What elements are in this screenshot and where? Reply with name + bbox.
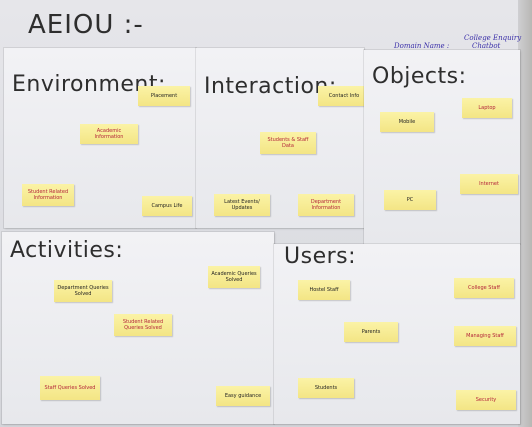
objects-heading: Objects: [372, 64, 467, 89]
wall-edge [518, 0, 532, 427]
activities-heading: Activities: [10, 238, 124, 263]
note-academic-information: Academic Information [80, 124, 138, 144]
note-student-related-information: Student Related Information [22, 184, 74, 206]
note-placement: Placement [138, 86, 190, 106]
note-managing-staff: Managing Staff [454, 326, 516, 346]
note-department-information: Department Information [298, 194, 354, 216]
environment-panel: Environment: Placement Academic Informat… [4, 48, 196, 228]
domain-name-line1: College Enquiry [464, 34, 522, 42]
note-parents: Parents [344, 322, 398, 342]
note-students-staff-data: Students & Staff Data [260, 132, 316, 154]
interaction-heading: Interaction: [204, 74, 337, 99]
note-hostel-staff: Hostel Staff [298, 280, 350, 300]
board-title: AEIOU :- [28, 10, 144, 40]
note-staff-queries-solved: Staff Queries Solved [40, 376, 100, 400]
note-internet: Internet [460, 174, 518, 194]
note-campus-life: Campus Life [142, 196, 192, 216]
domain-name-line2: Chatbot [472, 42, 501, 50]
note-department-queries-solved: Department Queries Solved [54, 280, 112, 302]
note-easy-guidance: Easy guidance [216, 386, 270, 406]
note-latest-events-updates: Latest Events/ Updates [214, 194, 270, 216]
note-students: Students [298, 378, 354, 398]
interaction-panel: Interaction: Contact Info Students & Sta… [196, 48, 370, 228]
users-heading: Users: [284, 244, 357, 269]
note-mobile: Mobile [380, 112, 434, 132]
note-academic-queries-solved: Academic Queries Solved [208, 266, 260, 288]
note-security: Security [456, 390, 516, 410]
activities-panel: Activities: Academic Queries Solved Depa… [2, 232, 274, 424]
objects-panel: Objects: Laptop Mobile Internet PC [364, 50, 520, 244]
note-laptop: Laptop [462, 98, 512, 118]
users-panel: Users: Hostel Staff College Staff Parent… [274, 244, 520, 424]
note-student-related-queries-solved: Student Related Queries Solved [114, 314, 172, 336]
note-college-staff: College Staff [454, 278, 514, 298]
note-contact-info: Contact Info [318, 86, 370, 106]
note-pc: PC [384, 190, 436, 210]
domain-label: Domain Name : [394, 42, 450, 50]
